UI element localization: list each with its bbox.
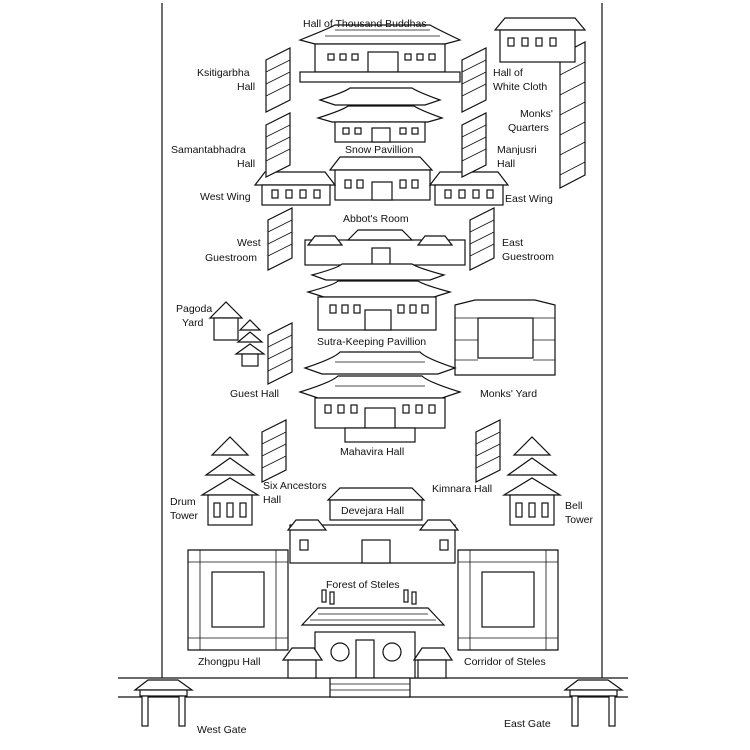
label-west-guestroom-2: Guestroom (205, 252, 257, 264)
label-ksitigarbha-2: Hall (237, 81, 255, 93)
label-sutra-keeping: Sutra-Keeping Pavillion (317, 336, 426, 348)
west-guestroom-building (267, 207, 293, 271)
label-corridor-of-steles: Corridor of Steles (464, 656, 546, 668)
guestroom-compound (304, 229, 466, 266)
label-bell-tower-1: Bell (565, 500, 583, 512)
drum-tower (199, 436, 261, 526)
label-east-wing: East Wing (505, 193, 553, 205)
east-guestroom-building (469, 207, 495, 271)
label-east-guestroom-2: Guestroom (502, 251, 554, 263)
label-hall-thousand-buddhas: Hall of Thousand Buddhas (303, 18, 427, 30)
label-kimnara-hall: Kimnara Hall (432, 483, 492, 495)
bell-tower (501, 436, 563, 526)
label-white-cloth-2: White Cloth (493, 81, 547, 93)
mahavira-hall (298, 351, 462, 443)
label-west-guestroom-1: West (237, 237, 261, 249)
corridor-of-steles (457, 549, 559, 651)
kimnara-hall-building (475, 419, 501, 483)
snow-pavillion (315, 87, 444, 143)
label-zhongpu-hall: Zhongpu Hall (198, 656, 260, 668)
label-pagoda-yard-1: Pagoda (176, 303, 212, 315)
label-guest-hall: Guest Hall (230, 388, 279, 400)
label-devejara-hall: Devejara Hall (341, 505, 404, 517)
label-pagoda-yard-2: Yard (182, 317, 204, 329)
label-six-ancestors-2: Hall (263, 494, 281, 506)
label-mahavira-hall: Mahavira Hall (340, 446, 404, 458)
west-gate-arch (133, 679, 194, 727)
devejara-hall (286, 487, 460, 564)
label-monks-quarters-2: Quarters (508, 122, 549, 134)
forest-of-steles (321, 589, 417, 605)
label-snow-pavillion: Snow Pavillion (345, 144, 413, 156)
label-ksitigarbha-1: Ksitigarbha (197, 67, 250, 79)
label-six-ancestors-1: Six Ancestors (263, 480, 327, 492)
hall-of-thousand-buddhas (298, 24, 462, 83)
label-east-gate: East Gate (504, 718, 551, 730)
label-white-cloth-1: Hall of (493, 67, 523, 79)
label-manjusri-2: Hall (497, 158, 515, 170)
white-cloth-hall-building (461, 47, 487, 113)
label-manjusri-1: Manjusri (497, 144, 537, 156)
samantabhadra-hall-building (265, 112, 291, 178)
label-monks-quarters-1: Monks' (520, 108, 553, 120)
ksitigarbha-hall-building (265, 47, 291, 113)
label-west-wing: West Wing (200, 191, 251, 203)
east-gate-arch (563, 679, 624, 727)
label-bell-tower-2: Tower (565, 514, 594, 526)
label-abbots-room: Abbot's Room (343, 213, 409, 225)
six-ancestors-hall-building (261, 419, 287, 483)
monks-yard (454, 299, 556, 376)
abbots-room (328, 156, 434, 201)
guest-hall-building (267, 322, 293, 385)
east-wing-building (428, 171, 510, 206)
sutra-keeping-pavillion (305, 263, 453, 331)
monks-quarters-building (493, 17, 587, 189)
label-samantabhadra-1: Samantabhadra (171, 144, 246, 156)
label-samantabhadra-2: Hall (237, 158, 255, 170)
label-drum-tower-2: Tower (170, 510, 199, 522)
label-east-guestroom-1: East (502, 237, 523, 249)
label-west-gate: West Gate (197, 724, 247, 736)
pagoda-yard (208, 301, 266, 367)
manjusri-hall-building (461, 112, 487, 178)
zhongpu-hall (187, 549, 289, 651)
label-drum-tower-1: Drum (170, 496, 196, 508)
labels: Hall of Thousand Buddhas Ksitigarbha Hal… (170, 18, 594, 736)
label-forest-of-steles: Forest of Steles (326, 579, 400, 591)
west-wing-building (253, 171, 337, 206)
front-gate-building (281, 607, 454, 698)
label-monks-yard: Monks' Yard (480, 388, 537, 400)
